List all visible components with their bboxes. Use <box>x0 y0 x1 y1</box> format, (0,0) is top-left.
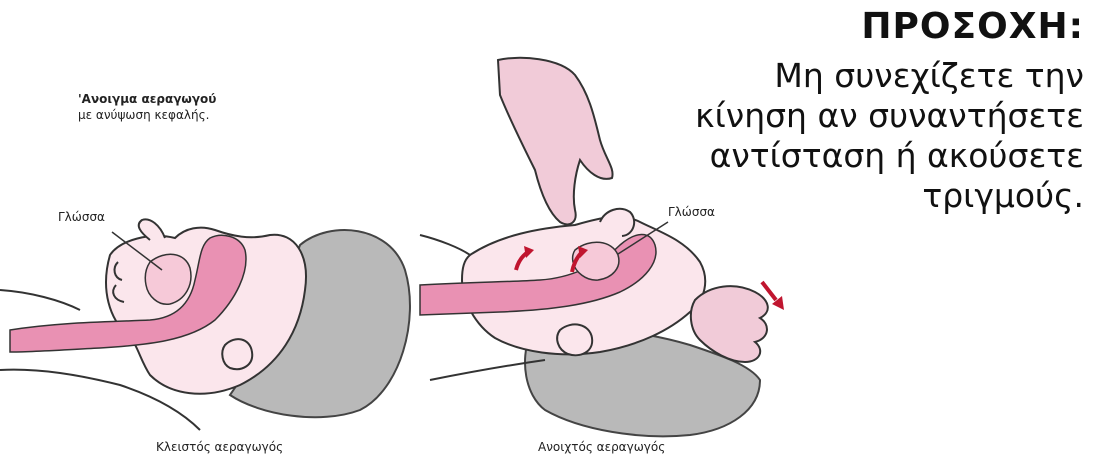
right-ear <box>557 324 592 355</box>
warning-title: ΠΡΟΣΟΧΗ: <box>861 6 1084 47</box>
left-ear <box>222 339 252 369</box>
left-tongue-label: Γλώσσα <box>58 210 105 224</box>
warning-body: Μη συνεχίζετε την κίνηση αν συναντήσετε … <box>614 56 1084 216</box>
right-tongue-label: Γλώσσα <box>668 205 715 219</box>
heading-line-2: με ανύψωση κεφαλής. <box>78 108 209 122</box>
right-hand-chin <box>498 58 613 225</box>
heading-line-1: 'Ανοιγμα αεραγωγού <box>78 92 216 106</box>
closed-airway-figure <box>0 219 410 430</box>
warning-line-2: κίνηση αν συναντήσετε <box>614 96 1084 136</box>
warning-line-3: αντίσταση ή ακούσετε <box>614 136 1084 176</box>
left-caption: Κλειστός αεραγωγός <box>156 440 283 454</box>
arrow-down-tilt <box>762 282 776 300</box>
right-caption: Ανοιχτός αεραγωγός <box>538 440 665 454</box>
warning-line-1: Μη συνεχίζετε την <box>614 56 1084 96</box>
